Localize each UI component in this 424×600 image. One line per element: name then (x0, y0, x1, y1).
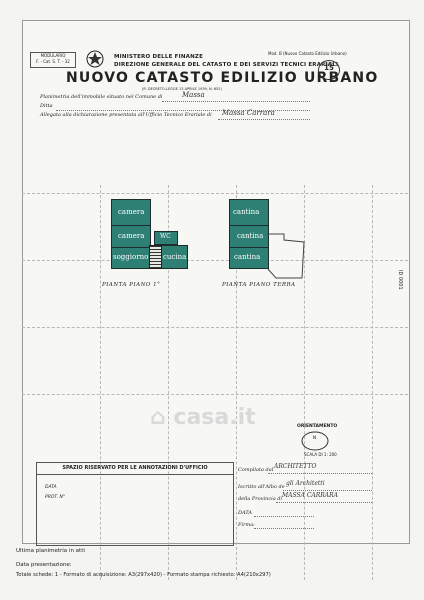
footer-line3: Totale schede: 1 - Formato di acquisizio… (16, 572, 271, 578)
lire-stamp: Lire 15 (318, 60, 340, 80)
compilata-value: ARCHITETTO (274, 463, 317, 470)
room-cantina-1: cantina (229, 199, 269, 227)
footer-line2: Data presentazione: (16, 562, 72, 568)
staircase (149, 245, 162, 269)
ministry-title: MINISTERO DELLE FINANZE (114, 54, 204, 60)
iscritto-label: Iscritto all'Albo de (238, 484, 285, 490)
scale-label: SCALA DI 1: 200 (304, 452, 337, 457)
firma-label: Firma: (238, 522, 255, 528)
cadastral-sheet (22, 20, 410, 544)
orientation-label: ORIENTAMENTO (297, 424, 338, 429)
svg-text:N: N (313, 435, 316, 440)
ditta-label: Ditta (40, 103, 53, 109)
room-label: soggiorno (113, 253, 149, 261)
iscritto-value: gli Architetti (286, 480, 325, 487)
room-label: cantina (237, 232, 264, 240)
provincia-value: MASSA CARRARA (282, 492, 338, 499)
watermark: ⌂ casa.it (150, 405, 256, 430)
first-floor-caption: PIANTA PIANO 1° (102, 282, 161, 288)
watermark-text: casa.it (173, 405, 256, 430)
office-data-label: DATA (45, 485, 57, 490)
room-camera-1: camera (111, 199, 151, 227)
ufficio-value: Massa Carrara (222, 109, 275, 117)
lire-label: Lire (325, 61, 333, 66)
office-annotations-box: SPAZIO RISERVATO PER LE ANNOTAZIONI D'UF… (36, 462, 234, 546)
compilata-data-label: DATA (238, 510, 253, 516)
room-wc: WC (154, 231, 178, 245)
room-soggiorno: soggiorno (111, 247, 151, 269)
room-label: camera (118, 232, 145, 240)
state-emblem-icon (86, 50, 104, 68)
form-code-line1: MODULARIO (40, 53, 66, 58)
comune-value: Massa (182, 91, 205, 99)
footer-line1: Ultima planimetria in atti (16, 548, 85, 554)
lire-value: 15 (324, 64, 334, 72)
form-code-box: MODULARIO F. - Cat. S. T. - 32 (30, 52, 76, 68)
model-label: Mod. B (Nuovo Catasto Edilizio Urbano) (268, 51, 347, 56)
room-cantina-2: cantina (229, 225, 269, 249)
room-label: camera (118, 208, 145, 216)
decree-note: (R. DECRETO-LEGGE 13 APRILE 1939, N. 652… (142, 87, 222, 91)
compilata-label: Compilata dal (238, 467, 274, 473)
office-prot-label: PROT. N° (45, 495, 66, 500)
room-camera-2: camera (111, 225, 151, 249)
room-cucina: cucina (160, 245, 188, 269)
allegata-label: Allegata alla dichiarazione presentata a… (40, 112, 212, 118)
courtyard-outline (266, 233, 305, 279)
room-label: cucina (163, 253, 187, 261)
ground-floor-caption: PIANTA PIANO TERRA (222, 282, 296, 288)
side-code: ID 0001 (397, 270, 403, 290)
room-label: cantina (233, 208, 260, 216)
room-label: WC (160, 233, 171, 240)
room-label: cantina (234, 253, 261, 261)
room-cantina-3: cantina (229, 247, 269, 269)
planimetria-label: Planimetria dell'immobile situato nel Co… (40, 94, 163, 100)
form-code-line2: F. - Cat. S. T. - 32 (36, 59, 70, 64)
compass-icon: N (301, 431, 329, 451)
document-title: NUOVO CATASTO EDILIZIO URBANO (66, 70, 379, 86)
provincia-label: della Provincia di (238, 496, 283, 502)
direction-title: DIREZIONE GENERALE DEL CATASTO E DEI SER… (114, 62, 339, 68)
